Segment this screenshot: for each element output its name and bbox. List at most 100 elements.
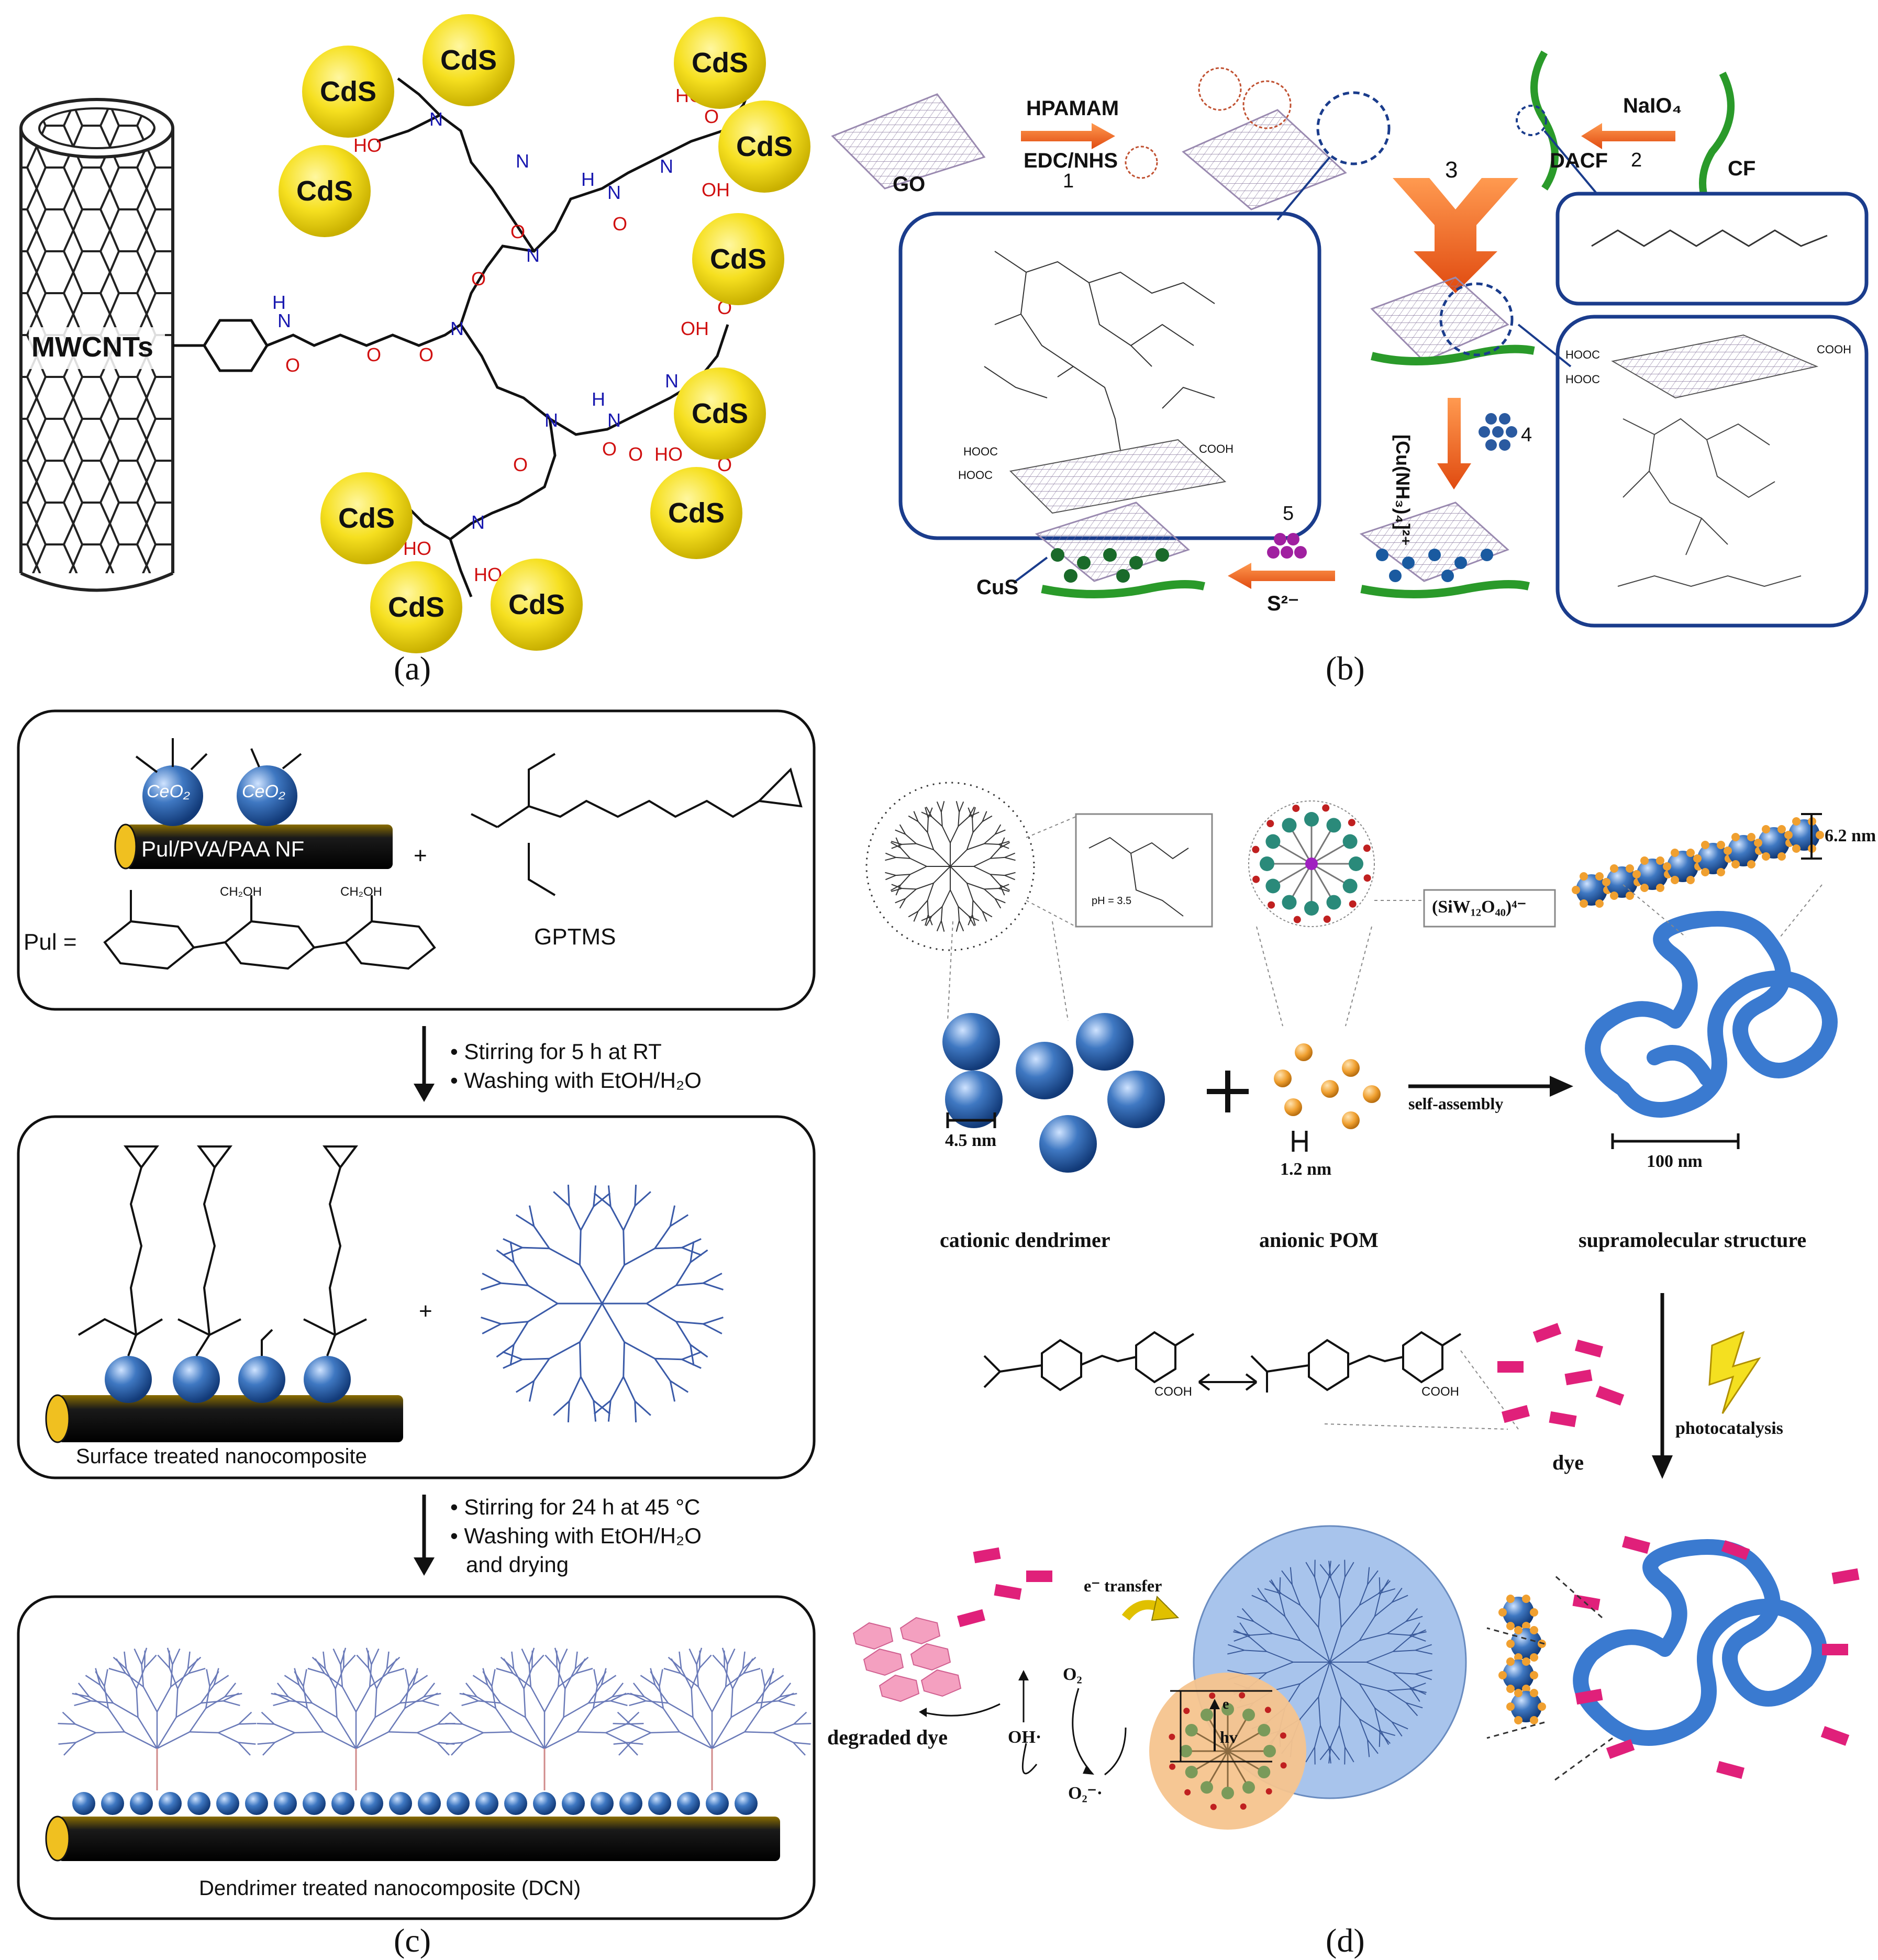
svg-text:N: N [665, 370, 679, 392]
hooc-label-1: HOOC [963, 445, 998, 459]
arrow-step2 [1581, 123, 1675, 149]
hooc-label-3: HOOC [1565, 348, 1600, 362]
step1-number: 1 [1063, 170, 1074, 193]
cds-particle-label: CdS [508, 589, 565, 620]
svg-text:HO: HO [353, 135, 382, 156]
cds-particle: CdS [674, 368, 766, 460]
svg-text:O: O [366, 344, 381, 365]
svg-text:N: N [544, 409, 558, 431]
svg-text:H: H [581, 169, 595, 190]
cds-particle: CdS [370, 561, 462, 653]
cds-particle: CdS [279, 145, 371, 237]
arrow-step5 [1228, 563, 1335, 589]
ceo2-label-1: CeO₂ [147, 782, 190, 802]
svg-text:N: N [471, 511, 485, 533]
step2-number: 2 [1631, 149, 1642, 172]
hv-label: hv [1220, 1728, 1238, 1747]
supramolecular-label: supramolecular structure [1579, 1228, 1806, 1252]
cds-particle: CdS [674, 17, 766, 109]
arrow-step4 [1437, 398, 1471, 489]
cds-particle-label: CdS [692, 398, 748, 429]
electron-label: e [1223, 1696, 1229, 1713]
step-c1-line1: • Stirring for 5 h at RT [450, 1039, 662, 1064]
cds-particle: CdS [718, 101, 810, 193]
cooh-label-1: COOH [1199, 442, 1234, 456]
degraded-dye-label: degraded dye [827, 1725, 948, 1750]
anionic-pom-label: anionic POM [1259, 1228, 1379, 1252]
panel-label-d: (d) [1326, 1921, 1365, 1960]
size-pom-label: 1.2 nm [1280, 1160, 1331, 1179]
svg-text:O: O [513, 454, 528, 475]
photocatalysis-label: photocatalysis [1675, 1419, 1783, 1439]
cooh-label-d2: COOH [1421, 1385, 1459, 1399]
dacf-label: DACF [1550, 149, 1608, 173]
step-c2-line1: • Stirring for 24 h at 45 °C [450, 1495, 700, 1520]
step3-number: 3 [1445, 157, 1458, 183]
cds-particle-label: CdS [338, 503, 395, 534]
cf-fiber [1703, 73, 1731, 204]
step-c2-line2: • Washing with EtOH/H₂O [450, 1523, 702, 1549]
svg-text:O: O [510, 221, 525, 242]
panel-label-a: (a) [394, 649, 431, 688]
cds-particle: CdS [692, 213, 784, 305]
cds-particle-label: CdS [736, 131, 793, 162]
arrow-step3 [1393, 178, 1518, 293]
pom-formula-label: (SiW₁₂O₄₀)⁴⁻ [1432, 896, 1526, 917]
panel-label-b: (b) [1326, 649, 1365, 688]
svg-text:N: N [429, 108, 443, 130]
cds-particle-label: CdS [692, 47, 748, 79]
svg-text:O: O [613, 213, 627, 235]
size-structure-label: 100 nm [1647, 1152, 1703, 1172]
svg-text:N: N [450, 318, 464, 339]
step-c1-line2: • Washing with EtOH/H₂O [450, 1068, 702, 1093]
dye-label: dye [1552, 1450, 1584, 1475]
svg-text:HO: HO [403, 538, 431, 559]
cationic-dendrimer-label: cationic dendrimer [940, 1228, 1110, 1252]
box3-caption: Dendrimer treated nanocomposite (DCN) [199, 1877, 581, 1900]
pom-cluster [1249, 801, 1374, 927]
step4-number: 4 [1521, 424, 1532, 447]
self-assembly-label: self-assembly [1408, 1094, 1503, 1113]
svg-text:N: N [660, 155, 673, 177]
e-transfer-label: e⁻ transfer [1084, 1576, 1162, 1596]
step5-number: 5 [1283, 503, 1294, 525]
panel-c-graphic [18, 711, 814, 1919]
box-c3 [18, 1597, 814, 1919]
cds-particle-label: CdS [296, 175, 353, 207]
pom-chain-vertical [1498, 1595, 1546, 1724]
dye-particles [1497, 1323, 1624, 1427]
pom-dendrimer-chain [1572, 817, 1824, 908]
hooc-label-4: HOOC [1565, 373, 1600, 386]
plus-sign-1: + [414, 843, 427, 869]
box2-caption: Surface treated nanocomposite [76, 1445, 367, 1468]
ph-label: pH = 3.5 [1092, 895, 1131, 907]
step-c2-line3: and drying [466, 1552, 569, 1577]
cooh-label-2: COOH [1817, 343, 1851, 357]
cooh-label-d1: COOH [1154, 1385, 1192, 1399]
o2-radical-label: O₂⁻· [1068, 1783, 1103, 1803]
cus-label: CuS [976, 576, 1018, 599]
cds-particle: CdS [302, 46, 394, 138]
cu-complex-label: [Cu(NH₃)₄]²⁺ [1392, 435, 1414, 546]
ceo2-label-2: CeO₂ [242, 782, 285, 802]
size-dendrimer-label: 4.5 nm [945, 1131, 996, 1151]
svg-text:OH: OH [681, 318, 709, 339]
cds-particle-label: CdS [440, 44, 497, 76]
panel-label-c: (c) [394, 1921, 431, 1960]
svg-text:N: N [607, 182, 621, 203]
svg-text:N: N [607, 409, 621, 431]
svg-text:N: N [526, 244, 540, 266]
panel-d-graphic [853, 783, 1860, 1830]
lightning-icon [1709, 1332, 1759, 1413]
arrow-step1 [1021, 123, 1115, 149]
cds-particle-label: CdS [710, 243, 766, 275]
dendrimer-schematic [866, 783, 1034, 950]
svg-text:HO: HO [654, 443, 683, 465]
size-chain-label: 6.2 nm [1825, 826, 1876, 846]
svg-text:N: N [277, 310, 291, 331]
ch2oh-label-2: CH₂OH [340, 885, 382, 899]
naio4-label: NaIO₄ [1623, 94, 1682, 118]
svg-text:O: O [419, 344, 434, 365]
svg-text:O: O [471, 268, 486, 289]
